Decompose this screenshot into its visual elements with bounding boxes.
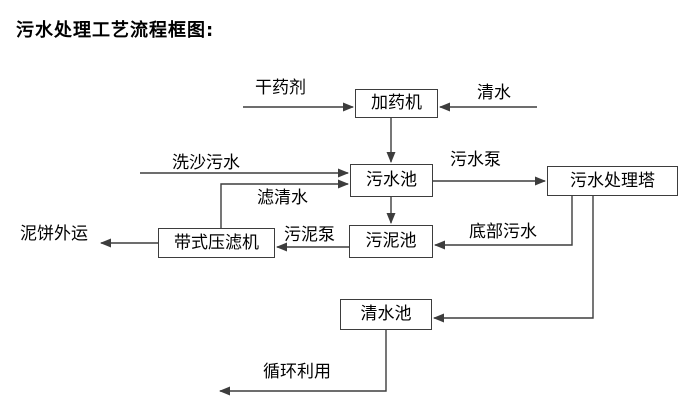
arrow-tower-to-clean-water-pool <box>433 196 594 323</box>
label-sand-washing-sewage: 洗沙污水 <box>172 153 240 173</box>
label-mud-cake-out: 泥饼外运 <box>20 224 88 244</box>
node-clean-water-pool: 清水池 <box>340 299 432 330</box>
node-belt-filter-press: 带式压滤机 <box>158 228 275 258</box>
label-recycle: 循环利用 <box>263 362 331 382</box>
label-filtered-water: 滤清水 <box>257 188 308 208</box>
node-sludge-pool: 污泥池 <box>349 225 433 258</box>
arrow-clean-water-pool-to-recycle <box>219 330 387 396</box>
arrow-filtered-water-press-to-sewage-pool <box>220 179 349 228</box>
node-sewage-pool: 污水池 <box>350 164 433 197</box>
node-treatment-tower: 污水处理塔 <box>547 166 678 196</box>
label-sludge-pump: 污泥泵 <box>284 225 335 245</box>
arrow-tower-bottom-sewage-to-sludge-pool <box>434 196 573 250</box>
label-dry-chemical: 干药剂 <box>255 78 306 98</box>
page-title: 污水处理工艺流程框图: <box>16 20 215 41</box>
label-bottom-sewage: 底部污水 <box>469 222 537 242</box>
label-clean-water: 清水 <box>477 83 511 103</box>
label-sewage-pump: 污水泵 <box>450 150 501 170</box>
node-dosing-machine: 加药机 <box>355 89 438 118</box>
